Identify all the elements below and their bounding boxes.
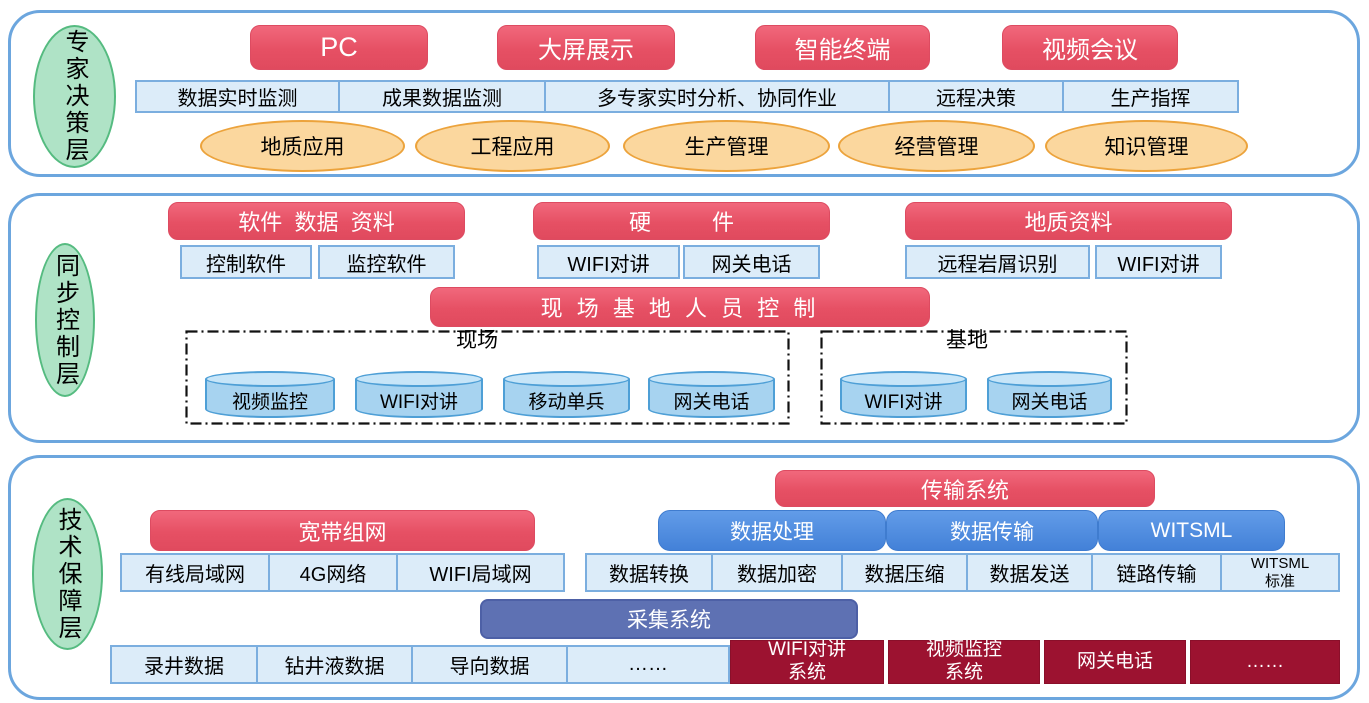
net-wired-lan: 有线局域网 [120,553,270,592]
source-mudlogging: 录井数据 [110,645,258,684]
source-steering: 导向数据 [411,645,568,684]
module-witsml: WITSML [1098,510,1285,551]
transmission-system: 传输系统 [775,470,1155,507]
broadband-network: 宽带组网 [150,510,535,551]
collection-system: 采集系统 [480,599,858,639]
function-production-command: 生产指挥 [1062,80,1239,113]
base-zone-label: 基地 [946,329,988,352]
terminal-bigscreen: 大屏展示 [497,25,675,70]
item-wifi-intercom-2: WIFI对讲 [1095,245,1222,279]
group-software-title: 软件 数据 资料 [168,202,465,240]
app-production: 生产管理 [623,120,830,172]
device-video-monitor: 视频监控 [205,371,335,418]
terminal-video-conf: 视频会议 [1002,25,1178,70]
item-wifi-intercom: WIFI对讲 [537,245,680,279]
item-monitor-software: 监控软件 [318,245,455,279]
system-video-monitor: 视频监控 系统 [888,639,1040,684]
data-encrypt: 数据加密 [711,553,843,592]
device-mobile-unit: 移动单兵 [503,371,630,418]
base-zone-border [820,330,1128,425]
system-more: …… [1190,640,1340,684]
function-remote-decision: 远程决策 [888,80,1064,113]
cylinder-top [987,371,1112,387]
layer-sync-label: 同步控制层 [35,243,95,397]
function-multi-expert: 多专家实时分析、协同作业 [544,80,890,113]
data-link: 链路传输 [1091,553,1222,592]
cylinder-top [355,371,483,387]
app-knowledge: 知识管理 [1045,120,1248,172]
layer-tech-label: 技术保障层 [32,498,103,650]
source-more: …… [566,645,730,684]
device-gateway-phone: 网关电话 [648,371,775,418]
device-wifi-intercom: WIFI对讲 [355,371,483,418]
module-data-transmission: 数据传输 [886,510,1098,551]
group-hardware-title: 硬 件 [533,202,830,240]
data-compress: 数据压缩 [841,553,968,592]
item-gateway-phone: 网关电话 [683,245,820,279]
source-drilling-fluid: 钻井液数据 [256,645,413,684]
data-convert: 数据转换 [585,553,713,592]
item-control-software: 控制软件 [180,245,312,279]
data-send: 数据发送 [966,553,1093,592]
function-realtime-monitor: 数据实时监测 [135,80,340,113]
cylinder-top [205,371,335,387]
site-zone-border [185,330,790,425]
app-geology: 地质应用 [200,120,405,172]
module-data-processing: 数据处理 [658,510,886,551]
site-zone-label: 现场 [456,329,498,352]
app-operation: 经营管理 [838,120,1035,172]
cylinder-top [503,371,630,387]
device-base-wifi-intercom: WIFI对讲 [840,371,967,418]
function-result-monitor: 成果数据监测 [338,80,546,113]
system-wifi-intercom: WIFI对讲 系统 [730,639,884,684]
net-4g: 4G网络 [268,553,398,592]
device-base-gateway-phone: 网关电话 [987,371,1112,418]
item-remote-cutting-id: 远程岩屑识别 [905,245,1090,279]
group-geodata-title: 地质资料 [905,202,1232,240]
layer-expert-label: 专家决策层 [33,25,116,168]
system-gateway-phone: 网关电话 [1044,640,1186,684]
terminal-pc: PC [250,25,428,70]
cylinder-top [840,371,967,387]
data-witsml-standard: WITSML 标准 [1220,553,1340,592]
base-zone [820,330,1128,425]
app-engineering: 工程应用 [415,120,610,172]
net-wifi-lan: WIFI局域网 [396,553,565,592]
terminal-smart: 智能终端 [755,25,930,70]
site-zone [185,330,790,425]
cylinder-top [648,371,775,387]
control-banner: 现 场 基 地 人 员 控 制 [430,287,930,327]
